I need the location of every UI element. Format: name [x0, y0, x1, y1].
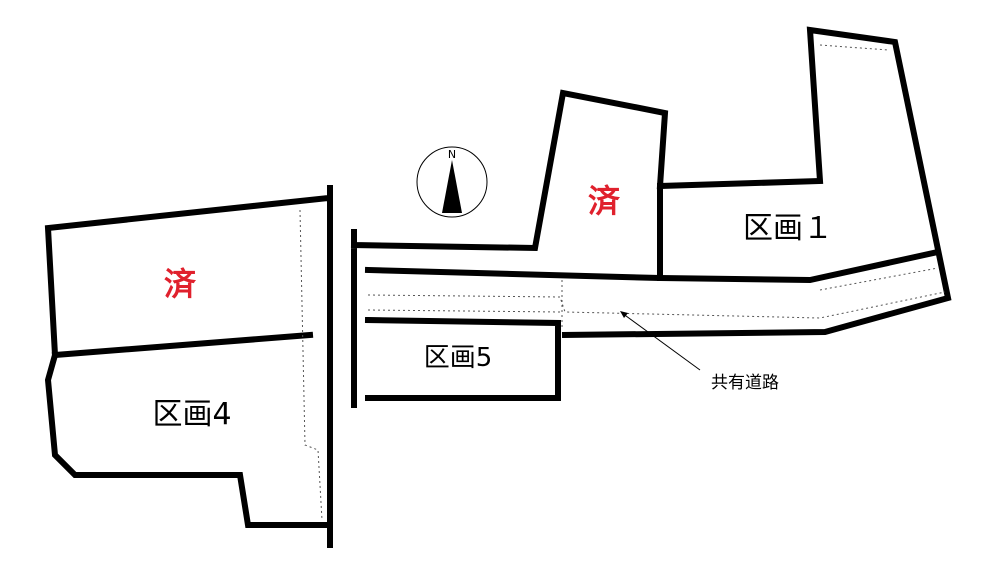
right-block — [350, 26, 952, 408]
top-right-dotted-line — [819, 44, 889, 51]
left-setback-line — [299, 209, 323, 521]
lot5-outline — [364, 316, 561, 401]
road-north-boundary — [364, 248, 942, 284]
lot4-label: 区画4 — [152, 397, 231, 432]
compass-icon: N — [416, 146, 488, 218]
sold-mark-center: 済 — [588, 182, 621, 220]
shared-road-label: 共有道路 — [711, 373, 779, 393]
road-center-dotted-line — [367, 291, 946, 319]
compass-north-letter: N — [448, 148, 456, 161]
right-block-outer-boundary — [350, 26, 952, 408]
sold-mark-left: 済 — [164, 265, 197, 303]
road-label-leader — [620, 311, 701, 371]
lot4-top-boundary — [51, 331, 314, 359]
road-right-dotted-line — [819, 267, 939, 291]
road-south-dotted-line — [367, 309, 561, 313]
left-block-outline — [44, 185, 333, 548]
lot1-label: 区画１ — [743, 211, 833, 246]
left-block — [44, 185, 333, 548]
lot5-label: 区画5 — [424, 343, 493, 373]
